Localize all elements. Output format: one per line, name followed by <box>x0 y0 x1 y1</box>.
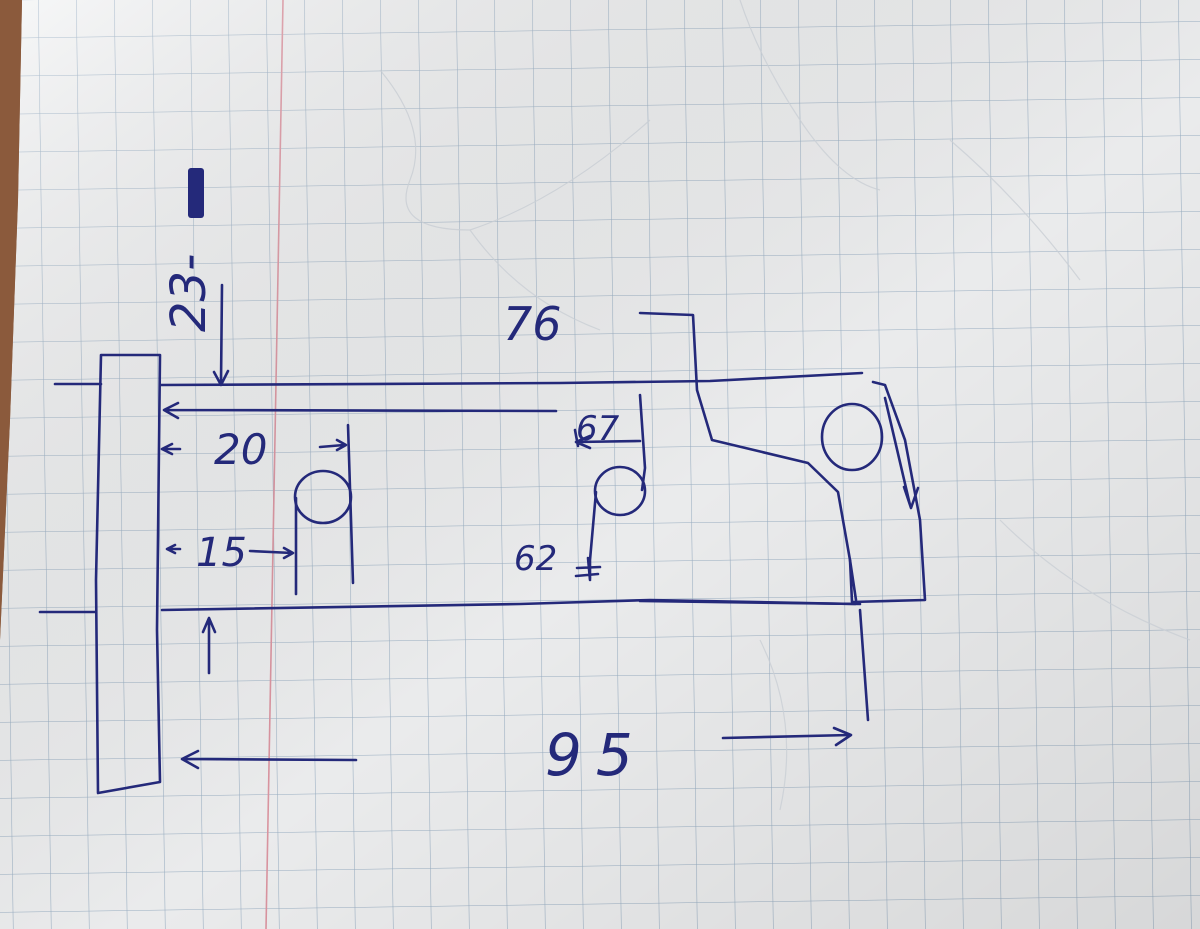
dim-62-tick <box>574 556 602 582</box>
right-bracket-arrow <box>883 396 920 510</box>
left-plate <box>94 353 162 795</box>
table-edge <box>0 0 22 640</box>
label-67: 67 <box>576 409 620 449</box>
dim-15-leader <box>165 543 295 560</box>
bottom-thick-line <box>638 599 862 606</box>
dim-95-left-arrow <box>180 749 358 770</box>
dim-up-arrow <box>201 616 217 675</box>
dim-20-leader <box>160 438 348 456</box>
dim-67-short-arrow <box>573 428 642 450</box>
dim-95-extension-line <box>858 608 870 722</box>
label-62: 62 <box>514 539 557 579</box>
label-76: 76 <box>503 297 562 351</box>
top-edge-line <box>53 371 864 387</box>
dim-95-right-arrow <box>721 726 853 747</box>
right-bracket-inner-line <box>848 558 858 602</box>
label-20: 20 <box>214 425 267 474</box>
label-95: 95 <box>545 721 647 789</box>
hole-right <box>820 402 884 472</box>
dim-23-leader <box>212 283 230 387</box>
label-23: 23- <box>161 254 217 332</box>
dimension-labels: 23- 76 67 20 15 62 95 <box>161 168 647 789</box>
paper-creases <box>379 0 1191 811</box>
hole-middle <box>593 465 647 517</box>
hand-sketch <box>38 283 927 795</box>
hole-left-extensions <box>294 423 355 596</box>
dim-67-long-leader <box>162 401 558 420</box>
label-23-scribble <box>188 168 204 218</box>
label-15: 15 <box>196 530 247 576</box>
